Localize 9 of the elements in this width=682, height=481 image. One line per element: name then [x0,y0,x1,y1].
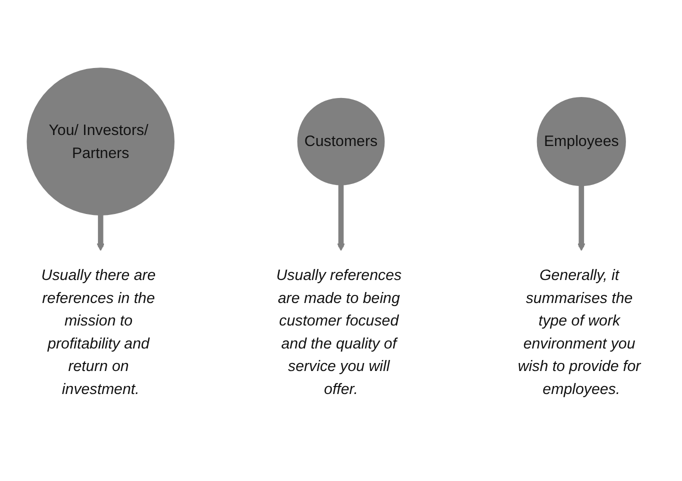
node-text: Usually references are made to being customer focused and the quality of service you will offer. [276,266,402,397]
node-text: Usually there are references in the mission to profitability and return on investment. [41,266,156,397]
node-text: Generally, it summarises the type of work environment you wish to provide for employees. [518,266,641,397]
arrow [337,184,345,251]
node-circle: You/ Investors/ Partners [26,67,174,216]
node-circle: Employees [536,96,626,186]
arrow [96,214,105,251]
arrow [577,185,586,251]
node-circle: Customers [297,98,385,185]
